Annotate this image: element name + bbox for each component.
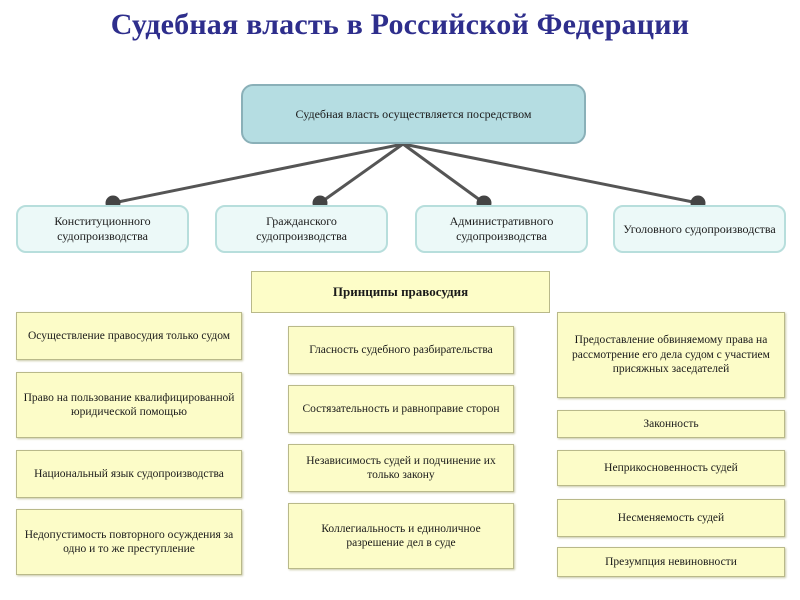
principle-center-3: Независимость судей и подчинение их толь… xyxy=(288,444,514,492)
principle-right-2: Законность xyxy=(557,410,785,438)
principles-title: Принципы правосудия xyxy=(251,271,550,313)
principle-center-2: Состязательность и равноправие сторон xyxy=(288,385,514,433)
connector-line-constitutional xyxy=(105,142,404,211)
principle-left-3: Национальный язык судопроизводства xyxy=(16,450,242,498)
connector-line-civil xyxy=(312,142,404,211)
principle-right-3: Неприкосновенность судей xyxy=(557,450,785,486)
page-title: Судебная власть в Российской Федерации xyxy=(110,8,690,41)
principle-right-5: Презумпция невиновности xyxy=(557,547,785,577)
branch-constitutional: Конституционного судопроизводства xyxy=(16,205,189,253)
principle-right-1: Предоставление обвиняемому права на расс… xyxy=(557,312,785,398)
branch-criminal: Уголовного судопроизводства xyxy=(613,205,786,253)
principle-center-4: Коллегиальность и единоличное разрешение… xyxy=(288,503,514,569)
connector-line-criminal xyxy=(402,142,706,211)
principle-center-1: Гласность судебного разбирательства xyxy=(288,326,514,374)
root-box: Судебная власть осуществляется посредств… xyxy=(241,84,586,144)
branch-civil: Гражданского судопроизводства xyxy=(215,205,388,253)
principle-left-2: Право на пользование квалифицированной ю… xyxy=(16,372,242,438)
principle-left-4: Недопустимость повторного осуждения за о… xyxy=(16,509,242,575)
branch-administrative: Административного судопроизводства xyxy=(415,205,588,253)
connector-line-administrative xyxy=(402,142,492,211)
principle-left-1: Осуществление правосудия только судом xyxy=(16,312,242,360)
principle-right-4: Несменяемость судей xyxy=(557,499,785,537)
